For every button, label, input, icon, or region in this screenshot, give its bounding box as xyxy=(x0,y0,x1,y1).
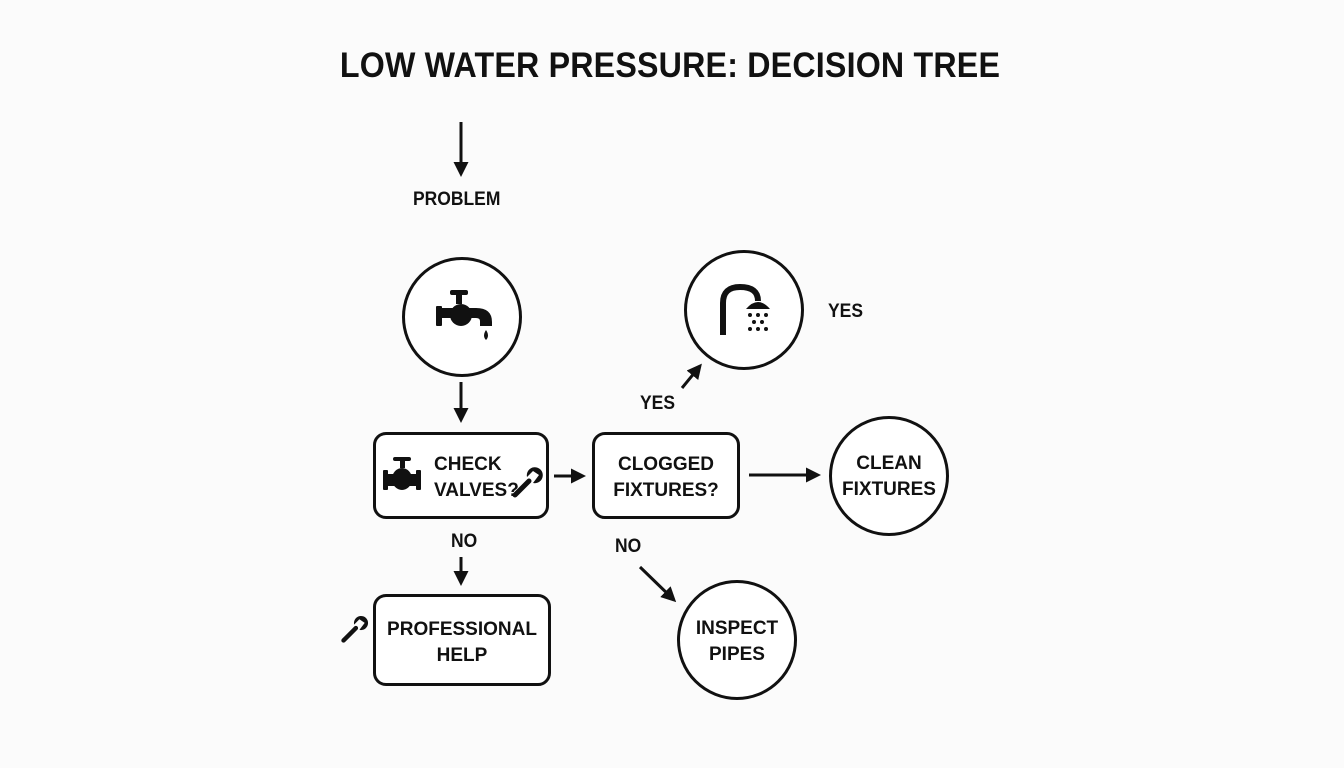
wrench-icon xyxy=(341,615,369,643)
wrench-icon xyxy=(512,467,543,498)
clogged-yes-label: YES xyxy=(640,393,675,414)
arrow-clogged-to-shower xyxy=(680,363,702,389)
professional-help-line1: PROFESSIONAL xyxy=(387,619,537,640)
clogged-fixtures-line2: FIXTURES? xyxy=(613,480,719,501)
shower-icon xyxy=(720,283,770,335)
inspect-pipes-text: INSPECT PIPES xyxy=(680,616,794,668)
valve-icon xyxy=(383,457,421,490)
check-valves-text: CHECK VALVES? xyxy=(434,452,519,504)
clogged-fixtures-text: CLOGGED FIXTURES? xyxy=(595,452,737,504)
clean-fixtures-line2: FIXTURES xyxy=(842,479,936,500)
clogged-fixtures-line1: CLOGGED xyxy=(617,454,715,475)
professional-help-line2: HELP xyxy=(436,645,488,666)
shower-node xyxy=(684,250,804,370)
clean-fixtures-node: CLEAN FIXTURES xyxy=(829,416,949,536)
inspect-pipes-line1: INSPECT xyxy=(695,618,779,639)
check-valves-line1: CHECK xyxy=(434,454,502,475)
problem-label: PROBLEM xyxy=(413,189,501,210)
problem-node xyxy=(402,257,522,377)
valves-no-label: NO xyxy=(451,531,478,552)
shower-yes-label: YES xyxy=(828,301,863,322)
arrow-clogged-to-inspect xyxy=(638,565,677,603)
inspect-pipes-node: INSPECT PIPES xyxy=(677,580,797,700)
inspect-pipes-line2: PIPES xyxy=(709,644,765,665)
check-valves-node: CHECK VALVES? xyxy=(373,432,549,519)
clean-fixtures-line1: CLEAN xyxy=(856,453,922,474)
check-valves-line2: VALVES? xyxy=(434,480,519,501)
clean-fixtures-text: CLEAN FIXTURES xyxy=(832,451,946,503)
clogged-fixtures-node: CLOGGED FIXTURES? xyxy=(592,432,740,519)
diagram-title: LOW WATER PRESSURE: DECISION TREE xyxy=(339,46,1001,85)
clogged-no-label: NO xyxy=(615,536,642,557)
faucet-icon xyxy=(436,290,492,340)
professional-help-node: PROFESSIONAL HELP xyxy=(373,594,551,686)
professional-help-text: PROFESSIONAL HELP xyxy=(376,617,548,669)
